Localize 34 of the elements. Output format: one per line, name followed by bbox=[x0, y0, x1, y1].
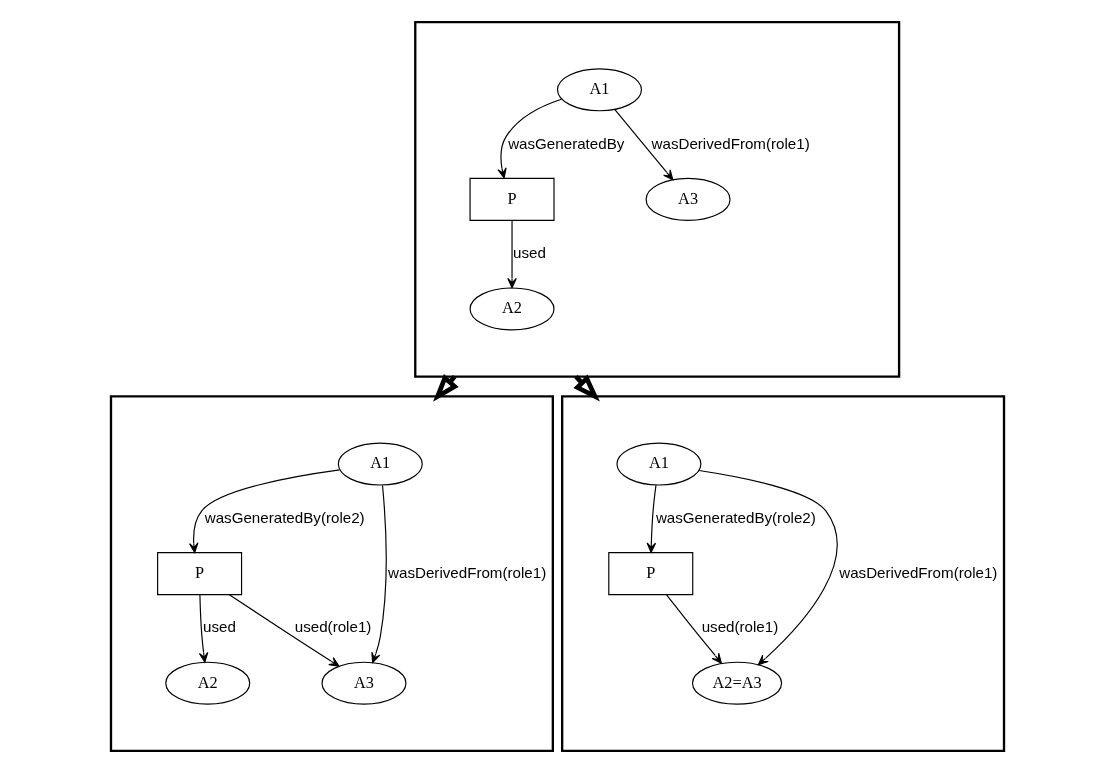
arrow bbox=[228, 594, 340, 667]
edge-label: wasGeneratedBy(role2) bbox=[204, 508, 365, 526]
arrow bbox=[497, 98, 563, 179]
arrow bbox=[371, 484, 387, 664]
node-ellipse: A1 bbox=[616, 442, 702, 486]
node-ellipse: A1 bbox=[556, 68, 643, 112]
node-box: P bbox=[469, 177, 555, 221]
arrow bbox=[698, 469, 838, 666]
node-box: P bbox=[608, 552, 694, 596]
node-ellipse: A3 bbox=[321, 661, 407, 705]
edge-label: wasDerivedFrom(role1) bbox=[388, 563, 547, 581]
edge-label: used(role1) bbox=[294, 618, 372, 636]
arrow bbox=[665, 594, 722, 664]
arrow bbox=[507, 220, 517, 289]
arrow bbox=[614, 109, 674, 181]
edge-label: wasDerivedFrom(role1) bbox=[839, 563, 998, 581]
edge-label: wasGeneratedBy bbox=[508, 134, 625, 152]
node-ellipse: A1 bbox=[337, 442, 423, 486]
edge-label: used(role1) bbox=[701, 618, 779, 636]
node-box: P bbox=[157, 552, 243, 596]
cluster bbox=[109, 395, 554, 752]
node-ellipse: A2 bbox=[165, 661, 251, 705]
node-ellipse: A2 bbox=[469, 287, 555, 331]
node-ellipse: A2=A3 bbox=[691, 661, 783, 705]
cluster bbox=[561, 395, 1006, 752]
arrow bbox=[188, 469, 341, 554]
cluster bbox=[414, 21, 901, 378]
edge-label: used bbox=[513, 244, 546, 262]
node-ellipse: A3 bbox=[645, 177, 731, 221]
edge-label: wasGeneratedBy(role2) bbox=[655, 508, 816, 526]
arrow bbox=[198, 594, 209, 663]
edge-label: used bbox=[202, 618, 236, 636]
edge-label: wasDerivedFrom(role1) bbox=[651, 134, 810, 152]
arrow bbox=[646, 484, 657, 553]
